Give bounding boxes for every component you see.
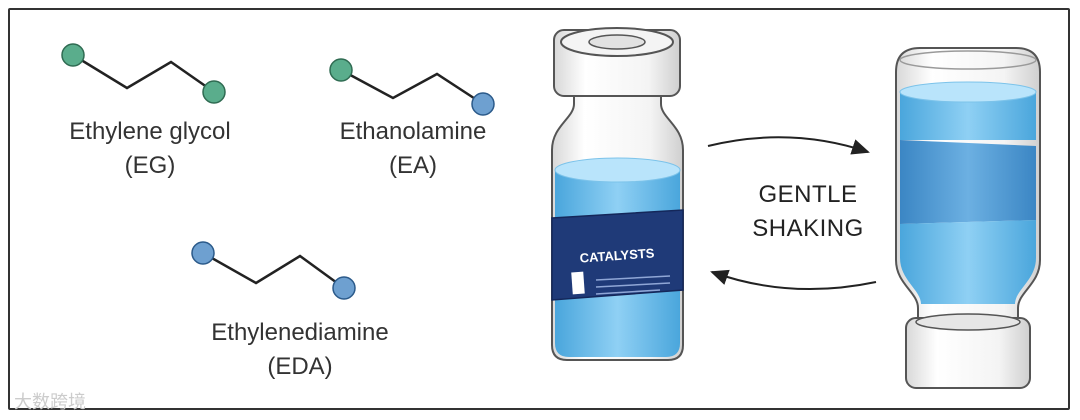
atom-end-right	[332, 276, 356, 300]
label-ethanolamine: Ethanolamine (EA)	[308, 115, 518, 183]
arrow-to-inverted	[707, 136, 870, 155]
process-label: GENTLE SHAKING	[708, 178, 908, 246]
atom-end-right	[471, 92, 495, 116]
label-ethylenediamine: Ethylenediamine (EDA)	[175, 316, 425, 384]
molecule-abbr: (EG)	[124, 152, 176, 179]
molecule-ethylenediamine	[191, 241, 356, 300]
watermark: 大数跨境	[14, 392, 86, 413]
vial-inverted	[895, 47, 1041, 389]
molecule-name: Ethanolamine	[339, 118, 487, 145]
arrow-to-upright	[710, 269, 877, 291]
molecule-abbr: (EA)	[389, 152, 437, 179]
atom-end-left	[61, 43, 85, 67]
atom-end-left	[191, 241, 215, 265]
vial-upright: CATALYSTS	[551, 27, 684, 361]
molecule-ethanolamine	[329, 58, 495, 116]
process-line-1: GENTLE	[758, 181, 858, 208]
atom-end-left	[329, 58, 353, 82]
molecule-name: Ethylenediamine	[211, 319, 389, 346]
atom-end-right	[202, 80, 226, 104]
molecule-ethylene-glycol	[61, 43, 226, 104]
label-ethylene-glycol: Ethylene glycol (EG)	[40, 115, 260, 183]
diagram-frame	[8, 8, 1070, 410]
molecule-name: Ethylene glycol	[69, 118, 231, 145]
process-line-2: SHAKING	[752, 215, 864, 242]
molecule-abbr: (EDA)	[267, 353, 333, 380]
catalyst-label-text: CATALYSTS	[579, 245, 655, 265]
